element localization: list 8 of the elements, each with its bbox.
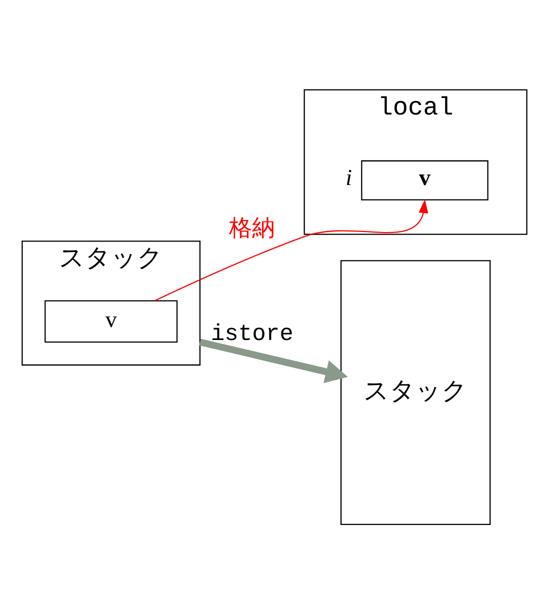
arrow <box>199 338 348 384</box>
node-box: v <box>361 160 488 200</box>
edge-label: 格納 <box>229 215 276 242</box>
node-box: スタック <box>340 260 491 525</box>
arrow <box>154 199 428 302</box>
node-label: i <box>346 164 352 190</box>
edge-label: istore <box>210 320 294 347</box>
node-box: v <box>44 300 178 343</box>
